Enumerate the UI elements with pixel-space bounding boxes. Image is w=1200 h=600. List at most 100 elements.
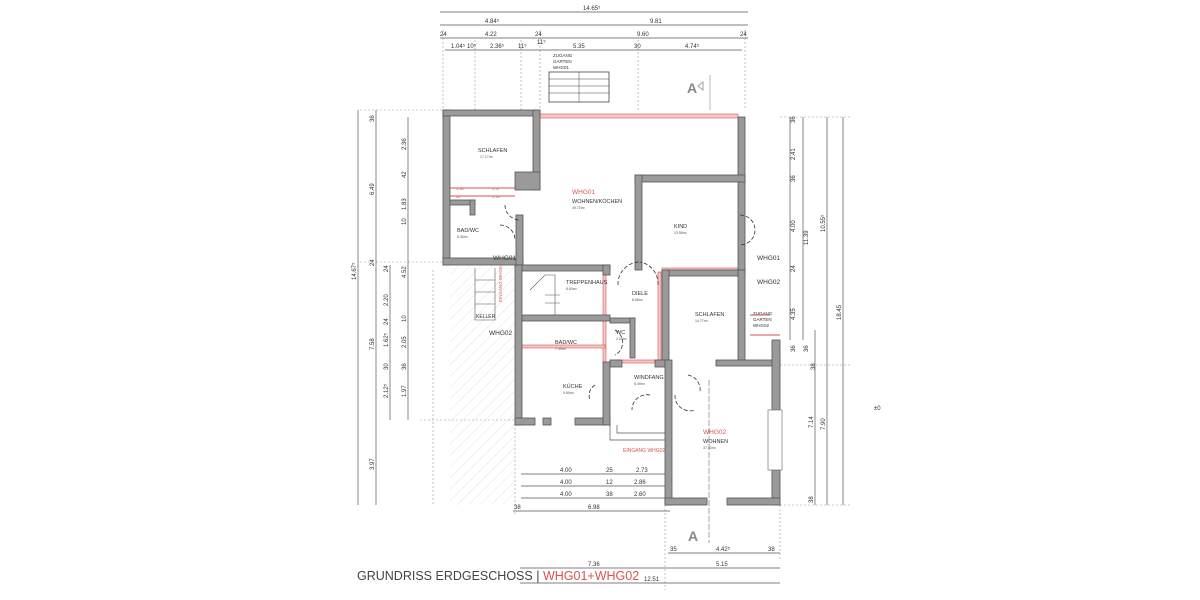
dim-label: 38 (514, 505, 521, 511)
zugang-label: ZUGANG (553, 53, 573, 58)
dim-label: 1.83 (402, 198, 408, 210)
dim-label: 4.74⁵ (685, 43, 700, 50)
dim-label: 7.14 (809, 416, 815, 428)
dim-label: 10 (402, 218, 408, 225)
left-dimensions: 14.67⁵ 36 6.49 24 7.58 3.97 24 2.20 24 1… (351, 110, 409, 505)
dim-label: 38 (811, 363, 817, 370)
dim-label: 2.60 (634, 492, 646, 498)
svg-text:DIELE: DIELE (632, 291, 648, 297)
dim-label: 25 (606, 468, 613, 474)
plan-subtitle: WHG01+WHG02 (542, 569, 640, 583)
dim-label: 36 (804, 345, 810, 352)
bottom-dimensions: 4.00 25 2.73 4.00 12 2.86 4.00 38 2.60 3… (513, 468, 780, 584)
unit-boundary-label: WHG01 (757, 255, 781, 262)
svg-text:KIND: KIND (674, 224, 687, 230)
svg-text:SCHLAFEN: SCHLAFEN (695, 312, 724, 318)
svg-text:8.60m²: 8.60m² (566, 287, 578, 291)
room-wc: WC2.30m² (616, 330, 628, 341)
dim-label: 24 (384, 265, 390, 272)
extension-lines (360, 30, 850, 590)
unit-boundary-label: WHG02 (757, 279, 781, 286)
eingang-whg02-label: EINGANG WHG02 (623, 448, 665, 454)
dim-label: 42 (402, 171, 408, 178)
dim-label: 4.52 (402, 266, 408, 278)
dim-label: 4.00 (791, 220, 797, 232)
svg-text:30: 30 (456, 194, 461, 199)
garden-stair-whg01 (548, 71, 610, 103)
section-marker-bottom: A (688, 380, 710, 544)
dim-label: 18.45 (837, 304, 843, 320)
level-mark: ±0 (874, 406, 881, 412)
svg-text:WOHNEN: WOHNEN (703, 439, 728, 445)
entrance-steps-whg02 (609, 425, 665, 441)
svg-text:14.77m²: 14.77m² (695, 319, 709, 323)
svg-text:37.40m²: 37.40m² (703, 446, 717, 450)
dim-label: 4.22 (485, 32, 497, 38)
dim-label: 3.97 (370, 458, 376, 470)
dim-label: 4.35 (791, 308, 797, 320)
zugang-label: WHG01 (553, 65, 570, 70)
dim-label: 1.04⁵ (451, 43, 466, 50)
unit-labels: WHG01 WHG02 WHG01 WHG02 WHG01 WHG02 KELL… (476, 189, 781, 454)
dim-label: 10.55⁵ (820, 214, 827, 232)
plan-title-text: GRUNDRISS ERDGESCHOSS (357, 569, 533, 583)
dim-label: 2.05 (402, 336, 408, 348)
dim-label: 4.42⁵ (716, 546, 731, 553)
svg-text:WINDFANG: WINDFANG (634, 375, 664, 381)
svg-text:SCHLAFEN: SCHLAFEN (478, 148, 507, 154)
dim-label: 12.51 (644, 577, 660, 583)
svg-text:9.80m²: 9.80m² (563, 391, 575, 395)
top-dimensions: 14.65⁵ 4.84⁵ 9.81 24 4.22 24 9.60 24 1.0… (440, 5, 748, 51)
dim-label: 11⁵ (518, 43, 527, 50)
dim-label: 6.49 (370, 183, 376, 195)
dim-label: 14.67⁵ (351, 262, 358, 280)
dim-label: 4.00 (560, 468, 572, 474)
bay-window (767, 409, 783, 471)
unit-label-whg02: WHG02 (703, 429, 727, 436)
dim-label: 36 (791, 345, 797, 352)
section-marker-top: A (687, 75, 711, 110)
plan-title: GRUNDRISS ERDGESCHOSS | WHG01+WHG02 (357, 569, 639, 583)
svg-text:6.49m²: 6.49m² (634, 382, 646, 386)
svg-text:8.56m²: 8.56m² (632, 298, 644, 302)
dim-label: 36 (791, 116, 797, 123)
dim-label: 2.86 (634, 480, 646, 486)
room-bad-wc-whg02: BAD/WC7.49m² (555, 340, 577, 351)
section-letter: A (687, 80, 697, 96)
dim-label: 2.36 (402, 138, 408, 150)
svg-text:WC: WC (616, 330, 625, 336)
dim-label: 38 (768, 547, 775, 553)
dim-label: 38 (606, 492, 613, 498)
doors (499, 204, 756, 412)
dim-label: 2.41 (791, 148, 797, 160)
dim-label: 7.36 (588, 562, 600, 568)
zugang-label: WHG02 (753, 323, 770, 328)
section-letter: A (688, 528, 698, 544)
dim-label: 10 (402, 315, 408, 322)
dim-label: 4.84⁵ (485, 18, 500, 25)
svg-text:TREPPENHAUS: TREPPENHAUS (566, 280, 608, 286)
dim-label: 2.73 (636, 468, 648, 474)
dim-label: 1.97 (402, 385, 408, 397)
dim-label: 6.98 (588, 505, 600, 511)
svg-text:49.72m²: 49.72m² (572, 206, 586, 210)
svg-text:7.49m²: 7.49m² (555, 347, 567, 351)
walls (442, 109, 781, 506)
dim-label: 5.35 (573, 44, 585, 50)
right-dimensions: 36 2.41 36 4.00 24 4.35 36 38 7.14 38 11… (789, 116, 881, 505)
inline-dimensions: 1.50 2.57 30 2.50 (456, 186, 501, 199)
dim-label: 24 (370, 259, 376, 266)
unit-boundary-label: WHG02 (489, 330, 513, 337)
dim-label: 38 (809, 496, 815, 503)
dim-label: 2.20 (384, 294, 390, 306)
dim-label: 24 (791, 265, 797, 272)
svg-text:BAD/WC: BAD/WC (457, 228, 479, 234)
